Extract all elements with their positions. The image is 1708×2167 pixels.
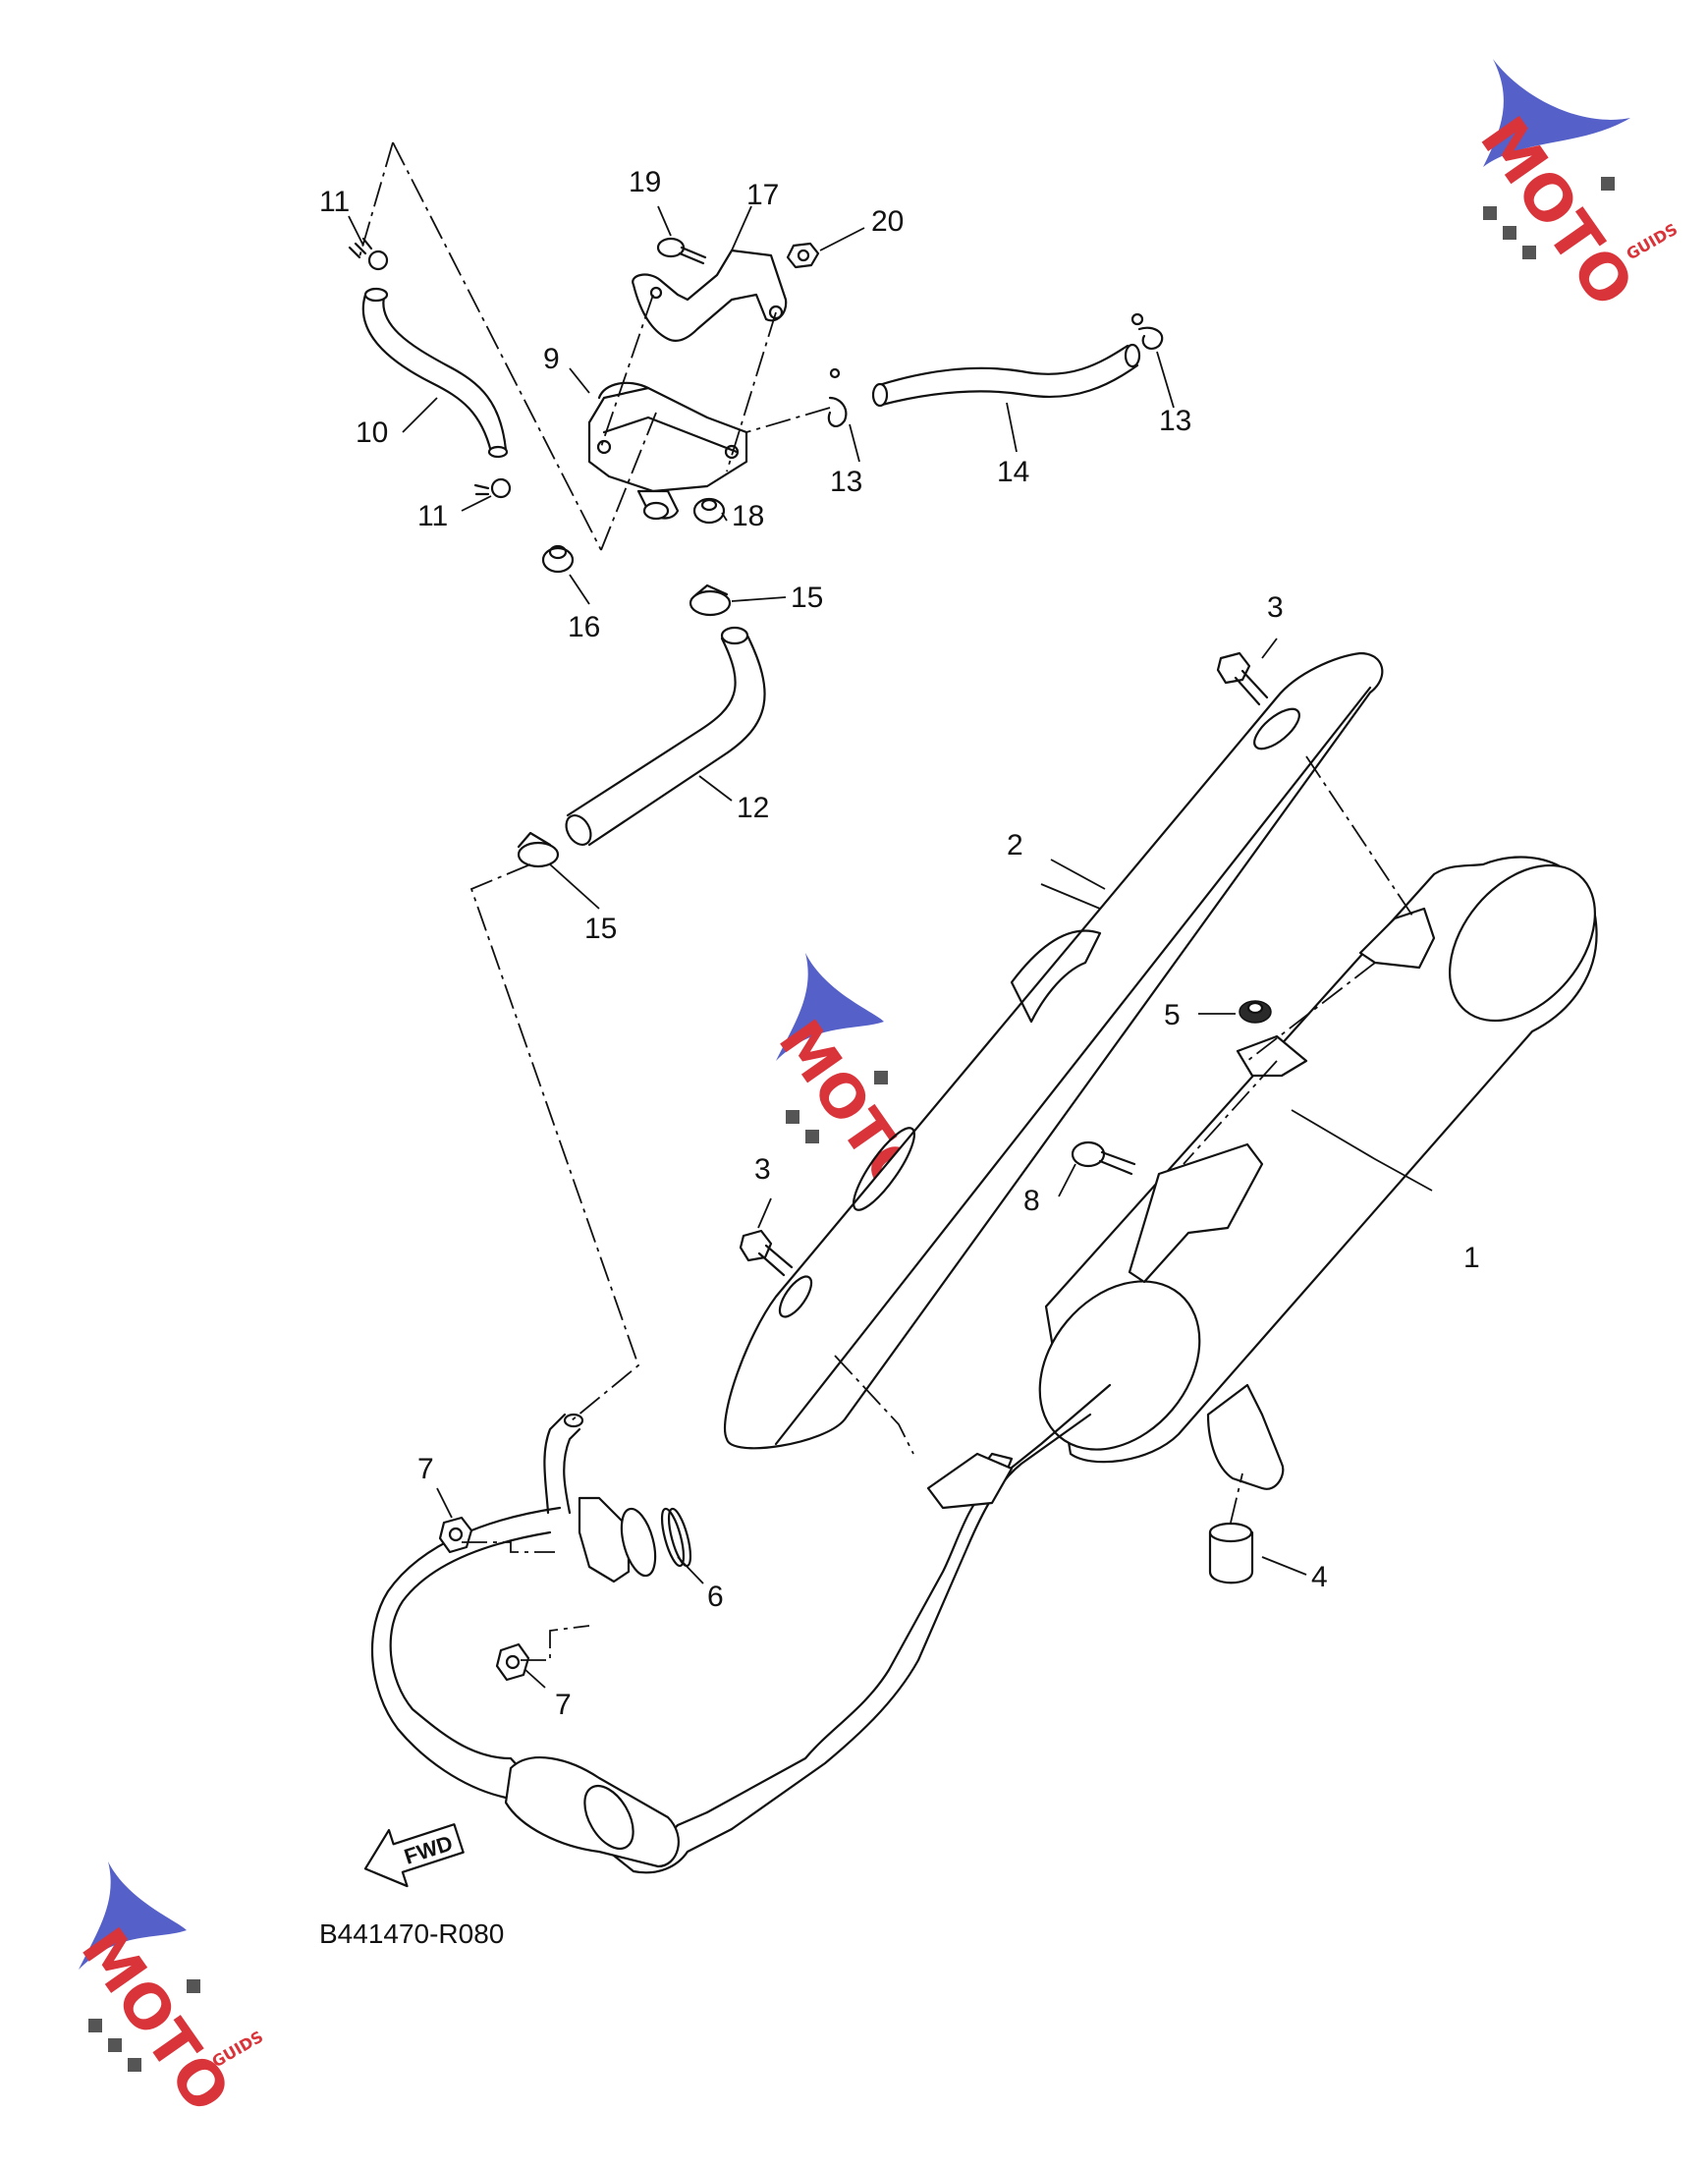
label-3-top: 3 — [1267, 591, 1284, 624]
exhaust-pipe — [370, 1383, 1112, 1874]
clamp-11-top — [348, 237, 389, 271]
label-7-lower: 7 — [555, 1689, 572, 1721]
label-15-bottom: 15 — [584, 913, 617, 945]
assembly-center-lines — [358, 141, 1415, 1661]
label-4: 4 — [1311, 1561, 1328, 1593]
heat-protector-2 — [723, 651, 1384, 1450]
label-1: 1 — [1463, 1242, 1480, 1274]
muffler-1 — [1038, 856, 1598, 1490]
watermark-suffix: GUIDS — [209, 2028, 267, 2072]
label-19: 19 — [629, 166, 661, 198]
label-15-top: 15 — [791, 582, 823, 614]
air-cut-valve-9 — [587, 381, 748, 521]
bolt-8 — [1071, 1140, 1136, 1176]
leader-lines — [348, 205, 1433, 1689]
label-11-top: 11 — [319, 186, 350, 218]
bolt-3-top — [1216, 651, 1269, 706]
bolt-19 — [656, 237, 707, 265]
label-16: 16 — [568, 611, 600, 643]
hose-14 — [871, 343, 1141, 408]
clamp-11-bottom — [473, 477, 512, 499]
label-8: 8 — [1023, 1185, 1040, 1217]
label-6: 6 — [707, 1581, 724, 1613]
label-14: 14 — [997, 456, 1029, 488]
hose-12 — [565, 626, 766, 847]
label-3-lower: 3 — [754, 1153, 771, 1186]
grommet-16 — [541, 544, 575, 574]
nut-20 — [786, 242, 820, 269]
label-2: 2 — [1007, 829, 1023, 861]
label-18: 18 — [732, 500, 764, 532]
gasket-6 — [660, 1507, 692, 1568]
clamp-15-top — [689, 583, 732, 617]
watermark-logo-top-right: MOTO GUIDS — [1465, 59, 1680, 320]
label-12: 12 — [737, 792, 769, 824]
watermark-suffix: GUIDS — [1624, 220, 1681, 264]
bracket-17 — [632, 249, 788, 343]
label-13-right: 13 — [1159, 405, 1191, 437]
clamp-15-bottom — [517, 831, 560, 868]
hose-10 — [361, 287, 509, 459]
label-17: 17 — [746, 179, 779, 211]
label-10: 10 — [356, 417, 388, 449]
nut-7-lower — [495, 1642, 530, 1682]
damper-5 — [1239, 1000, 1272, 1024]
label-5: 5 — [1164, 999, 1181, 1031]
diagram-code: B441470-R080 — [319, 1918, 504, 1949]
label-7-upper: 7 — [417, 1453, 434, 1485]
label-20: 20 — [871, 205, 904, 238]
label-11-bottom: 11 — [417, 500, 448, 532]
grommet-18 — [692, 497, 726, 525]
forward-arrow: FWD — [363, 1823, 465, 1888]
nut-7-upper — [438, 1516, 473, 1554]
bolt-3-lower — [739, 1229, 794, 1277]
label-13-left: 13 — [830, 466, 862, 498]
label-9: 9 — [543, 343, 560, 375]
clamp-13-left — [827, 367, 848, 427]
part-number-labels: 1 2 3 3 4 5 6 7 7 8 9 10 11 11 12 13 13 … — [319, 166, 1480, 1721]
damper-4 — [1208, 1522, 1254, 1584]
clamp-13-right — [1130, 312, 1164, 351]
watermark-logo-bottom-left: MOTO GUIDS — [68, 1861, 267, 2125]
